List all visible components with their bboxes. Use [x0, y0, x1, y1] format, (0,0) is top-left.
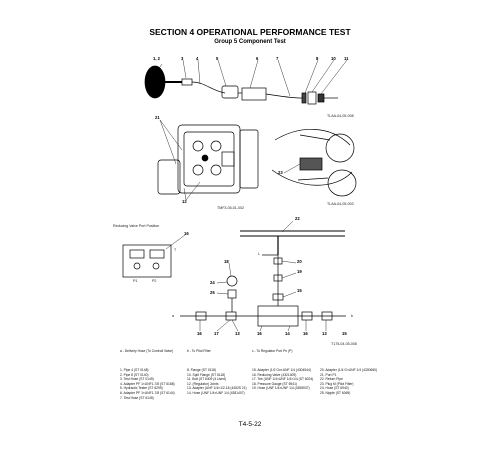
figure1-caption: TLAA-04-05-008: [327, 114, 354, 118]
callout-21: 21: [155, 115, 160, 120]
callout-11: 11: [344, 56, 349, 61]
legend-item: 13. Adapter (UNF 1/4×1/2-18 (4452S 21): [187, 386, 247, 391]
legend-item: 16. Reducing Valve (4321409): [252, 372, 297, 377]
page-title: SECTION 4 OPERATIONAL PERFORMANCE TEST: [149, 27, 351, 37]
legend-item: 11. Bolt (ST 6409 (4 Used): [187, 377, 226, 382]
legend-column-1: 1. Pipe 4 (ST 0148) 2. Pipe 8 (ST 0140) …: [120, 368, 184, 400]
legend-item: 23. Plug M (Pilot Filter): [320, 381, 354, 386]
callout-25: 25: [210, 290, 215, 295]
port-label-t: T: [174, 248, 177, 252]
callout-16-b: 16: [257, 331, 262, 336]
legend-c: c - To Regulator Port Pn (P): [252, 349, 293, 353]
callout-17: 17: [214, 331, 219, 336]
callout-6: 6: [256, 56, 259, 61]
figure2-drawing: [157, 119, 259, 201]
callout-3: 3: [181, 56, 184, 61]
label-a: a: [172, 314, 174, 318]
figure2-caption: TMF3-05-01-002: [217, 206, 244, 210]
legend-item: 2. Pipe 8 (ST 0140): [120, 372, 149, 377]
legend-item: 25. Nipple (ST 6069): [320, 390, 351, 395]
callout-5: 5: [216, 56, 219, 61]
callout-8: 8: [316, 56, 319, 61]
figure5-caption: T175-04-05-008: [331, 342, 357, 346]
callout-23: 23: [278, 170, 283, 175]
figure5-drawing: [180, 220, 346, 332]
callout-16-c: 16: [303, 331, 308, 336]
legend-item: 6. Adapter PF 1×UNF1-7/8 (ST 6144): [120, 390, 175, 395]
legend-item: 17. Tee (UNF 1/4×UNF 1/4×1/4 (ST 6024): [252, 377, 314, 382]
legend-item: 12. (Regulator) Joints: [187, 381, 219, 386]
callout-1-2: 1, 2: [153, 56, 160, 61]
legend-item: 15. Adapter (1/2 Go×UNF 1/4 (4304544): [252, 368, 311, 372]
callout-18: 18: [224, 259, 229, 264]
port-label-p2: P2: [152, 279, 157, 283]
legend-item: 22. Return Pipe: [320, 377, 343, 382]
legend-item: 5. Hydraulic Tester (ST 6299): [120, 386, 163, 391]
label-l: L: [258, 252, 260, 256]
legend-item: 21. Port P1: [320, 372, 337, 377]
port-label-p1: P1: [133, 279, 138, 283]
page-number: T4-5-22: [238, 421, 262, 428]
figure3-caption: TLAA-04-05-003: [327, 202, 354, 206]
callout-20: 20: [297, 259, 302, 264]
callout-13-b: 13: [322, 331, 327, 336]
legend-column-3: 15. Adapter (1/2 Go×UNF 1/4 (4304544) 16…: [252, 368, 318, 391]
legend-item: 19. Hose (UNF 1/4×UNF 1/4 (4355937): [252, 386, 310, 391]
callout-19: 19: [297, 269, 302, 274]
callout-12: 12: [182, 199, 187, 204]
page-subtitle: Group 5 Component Test: [214, 39, 286, 45]
callout-13-a: 13: [235, 331, 240, 336]
callout-16-a: 16: [197, 331, 202, 336]
legend-item: 20. Adapter (1/4 G×UNF 1/4 (4300660): [320, 368, 378, 372]
legend-item: 7. Test Hose (ST 6145): [120, 395, 154, 400]
figure1-drawing: [144, 59, 348, 105]
callout-4: 4: [196, 56, 199, 61]
callout-16-valve: 16: [184, 231, 189, 236]
legend-item: 14. Hose (UNF 1/4×UNF 1/4 (4381407): [187, 390, 245, 395]
legend-item: 24. Hose (ST 6940): [320, 386, 349, 391]
callout-15-bottom: 15: [342, 331, 347, 336]
legend-item: 4. Adapter PF 1×UNF1-7/8 (ST 6188): [120, 381, 175, 386]
legend-item: 8. Flange (ST 0118): [187, 368, 217, 372]
callout-24: 24: [210, 280, 215, 285]
callout-10: 10: [331, 56, 336, 61]
callout-7: 7: [276, 56, 279, 61]
label-b: b: [351, 314, 353, 318]
legend-item: 10. Split Flange (ST 6118): [187, 372, 226, 377]
figure4-heading: Reducing Valve Port Position: [113, 224, 160, 228]
legend-item: 1. Pipe 4 (ST 0148): [120, 368, 149, 372]
legend-a: a - Delivery Hose (To Controll Valve): [120, 349, 174, 353]
legend-b: b - To Pilot Filter: [187, 349, 211, 353]
legend-item: 18. Pressure Gauge (ST 6941): [252, 381, 298, 386]
figure3-drawing: [271, 129, 357, 197]
figure4-drawing: [122, 234, 186, 278]
legend-item: 3. Test Hose (ST 0149): [120, 377, 154, 382]
callout-22: 22: [295, 216, 300, 221]
callout-14: 14: [285, 331, 290, 336]
legend-column-4: 20. Adapter (1/4 G×UNF 1/4 (4300660) 21.…: [320, 368, 380, 396]
callout-15-top: 15: [297, 288, 302, 293]
legend-column-2: 8. Flange (ST 0118) 10. Split Flange (ST…: [187, 368, 249, 396]
